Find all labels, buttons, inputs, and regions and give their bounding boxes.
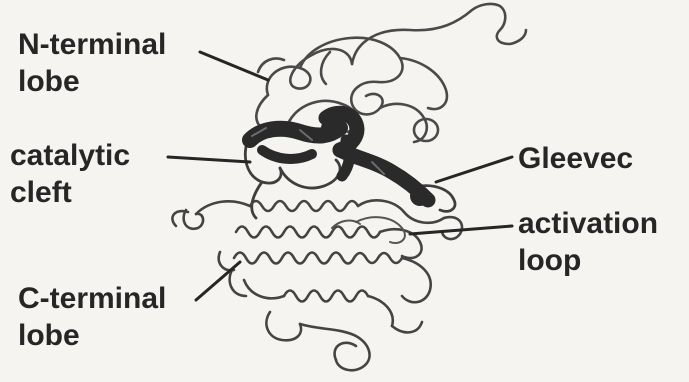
catalytic-cleft-label: catalytic cleft: [10, 137, 130, 211]
c-terminal-label-line2: lobe: [18, 317, 166, 354]
c-terminal-lobe-ribbon: [172, 200, 462, 370]
gleevec-ligand: [250, 113, 430, 206]
catalytic-label-line1: catalytic: [10, 137, 130, 174]
gleevec-pointer: [436, 157, 512, 182]
activation-label-line2: loop: [518, 242, 658, 279]
n-terminal-pointer: [200, 52, 268, 80]
activation-label-line1: activation: [518, 205, 658, 242]
gleevec-label-line1: Gleevec: [518, 140, 633, 177]
n-terminal-label-line2: lobe: [18, 63, 166, 100]
c-terminal-lobe-label: C-terminal lobe: [18, 280, 166, 354]
n-terminal-label-line1: N-terminal: [18, 26, 166, 63]
c-terminal-label-line1: C-terminal: [18, 280, 166, 317]
n-terminal-lobe-label: N-terminal lobe: [18, 26, 166, 100]
gleevec-label: Gleevec: [518, 140, 633, 177]
catalytic-pointer: [168, 157, 250, 162]
c-terminal-pointer: [196, 262, 240, 300]
n-terminal-lobe-ribbon: [256, 4, 526, 142]
activation-loop-label: activation loop: [518, 205, 658, 279]
catalytic-label-line2: cleft: [10, 174, 130, 211]
